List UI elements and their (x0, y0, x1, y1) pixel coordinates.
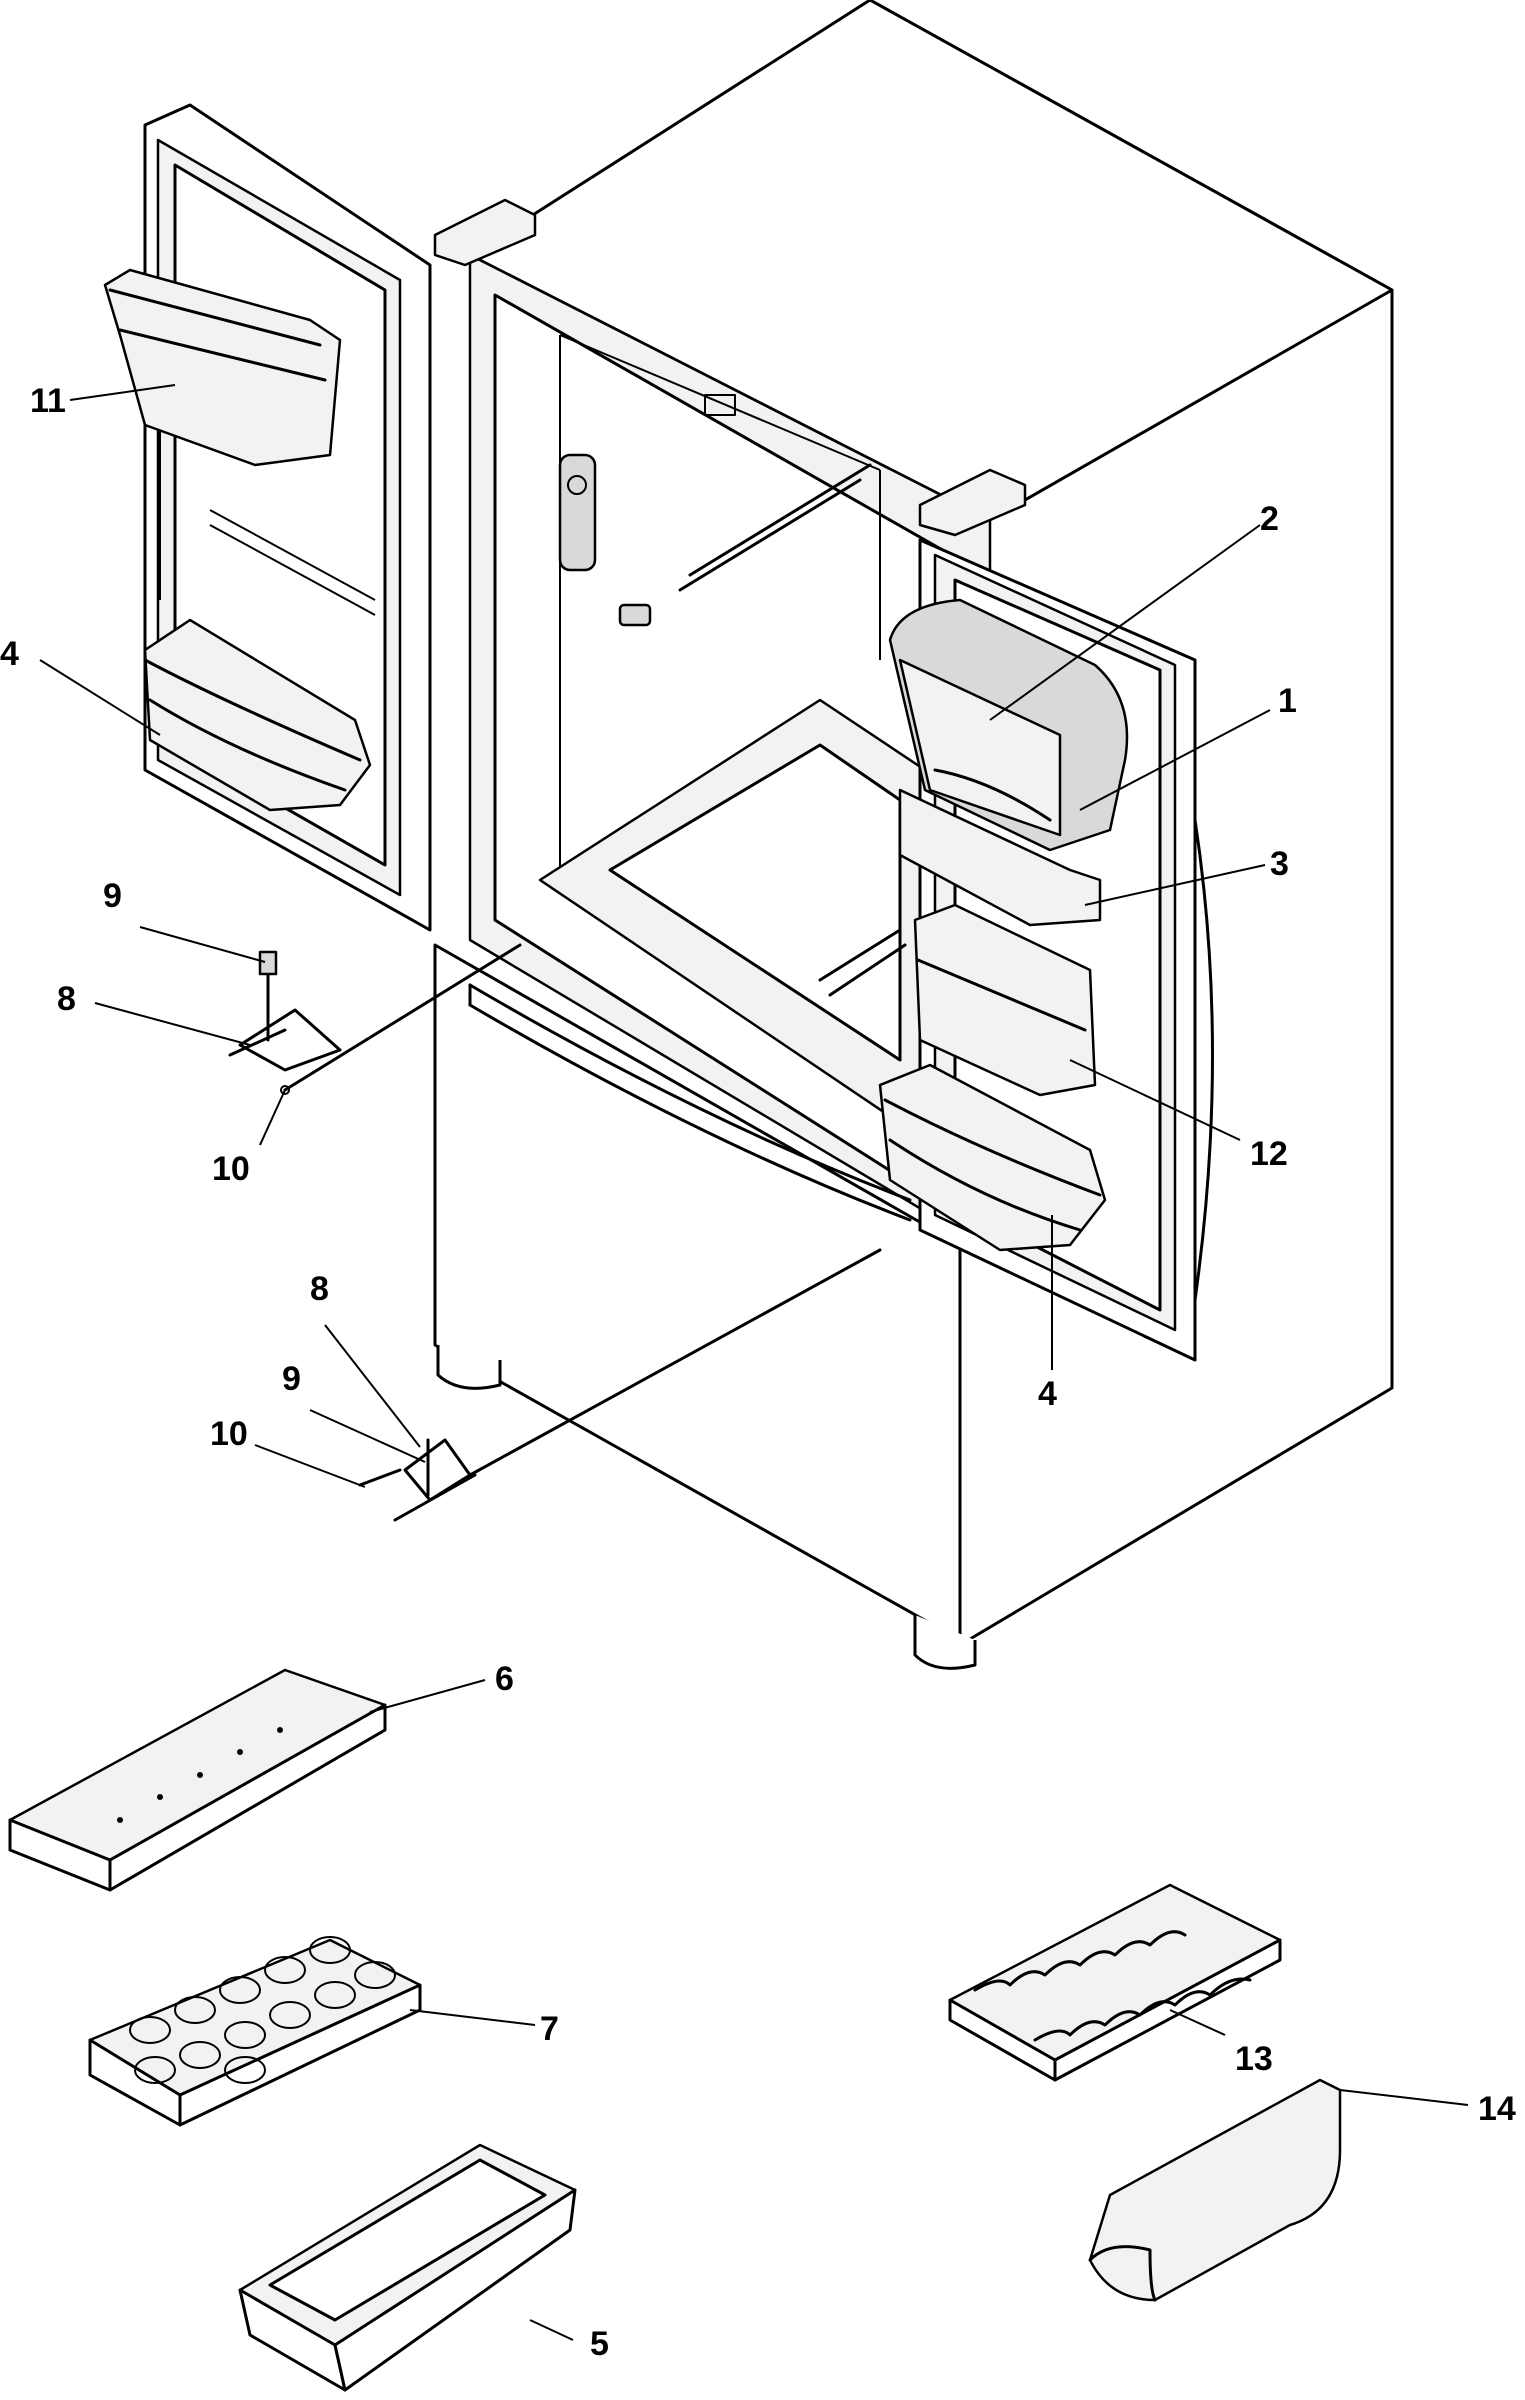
callout-10-lower: 10 (210, 1415, 248, 1453)
part-12-door-bin (913, 903, 1097, 1097)
part-4-door-bin-right (878, 1063, 1107, 1252)
part-7-egg-tray (88, 1936, 422, 2127)
callout-4-right: 4 (1038, 1375, 1057, 1413)
lower-hinge-assembly (358, 1248, 882, 1522)
callout-1: 1 (1278, 682, 1297, 720)
callout-labels: 2 1 3 4 4 5 6 7 8 8 9 9 10 10 11 12 13 1… (0, 382, 1516, 2363)
callout-2: 2 (1260, 500, 1279, 538)
callout-10-upper: 10 (212, 1150, 250, 1188)
part-1-2-dairy-compartment (888, 598, 1129, 852)
part-3-door-shelf (898, 788, 1102, 927)
callout-13: 13 (1235, 2040, 1273, 2078)
callout-14: 14 (1478, 2090, 1516, 2128)
callout-8-upper: 8 (57, 980, 76, 1018)
callout-12: 12 (1250, 1135, 1288, 1173)
part-5-tray (238, 2143, 577, 2392)
callout-9-upper: 9 (103, 877, 122, 915)
callout-4-left: 4 (0, 635, 19, 673)
callout-11: 11 (30, 382, 66, 420)
callout-8-lower: 8 (310, 1270, 329, 1308)
callout-7: 7 (540, 2010, 559, 2048)
part-11-door-bin (103, 268, 342, 467)
callout-6: 6 (495, 1660, 514, 1698)
callout-9-lower: 9 (282, 1360, 301, 1398)
leader-lines (39, 384, 1469, 2341)
part-4-door-bin-left (143, 618, 372, 812)
callout-5: 5 (590, 2325, 609, 2363)
part-6-shelf (8, 1668, 387, 1892)
part-14-curved-bin (1088, 2078, 1342, 2302)
upper-hinge-assembly (228, 943, 522, 1095)
callout-3: 3 (1270, 845, 1289, 883)
part-13-wine-rack (948, 1883, 1282, 2082)
